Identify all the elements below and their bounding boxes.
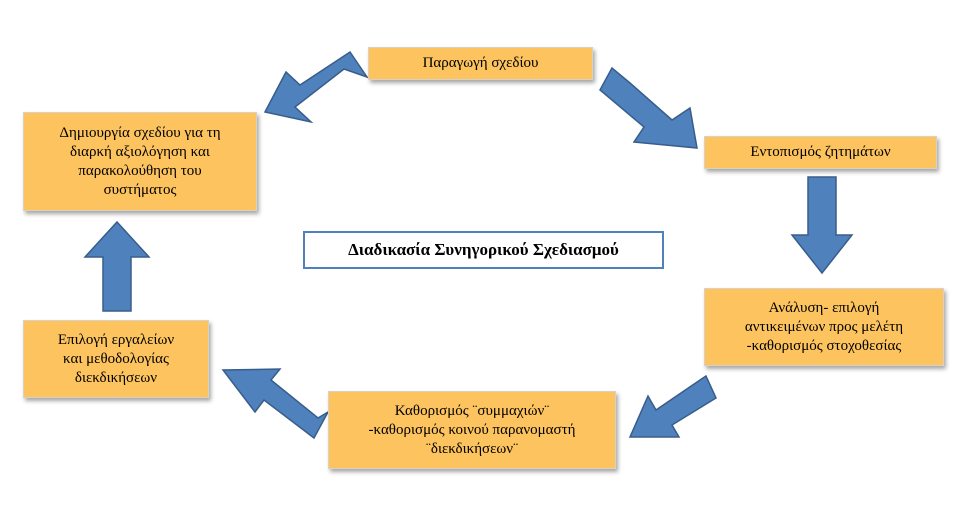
arrow-to-evaluation-plan-up [83,220,151,312]
step-evaluation-plan: Δημιουργία σχεδίου για τη διαρκή αξιολόγ… [23,112,257,211]
step-plan-production: Παραγωγή σχεδίου [368,47,593,80]
diagram-title: Διαδικασία Συνηγορικού Σχεδιασμού [303,231,664,269]
step-issue-identification: Εντοπισμός ζητημάτων [704,136,937,169]
arrow-to-issue-identification [599,66,698,149]
step-analysis: Ανάλυση- επιλογή αντικειμένων προς μελέτ… [704,288,944,366]
arrow-to-allies [628,374,717,438]
arrow-to-analysis [790,176,854,275]
step-tools: Επιλογή εργαλείων και μεθοδολογίας διεκδ… [23,320,209,398]
arrow-to-evaluation-plan [263,50,369,124]
step-allies: Καθορισμός ¨συμμαχιών¨ -καθορισμός κοινο… [328,391,616,469]
arrow-to-tools [221,368,330,440]
